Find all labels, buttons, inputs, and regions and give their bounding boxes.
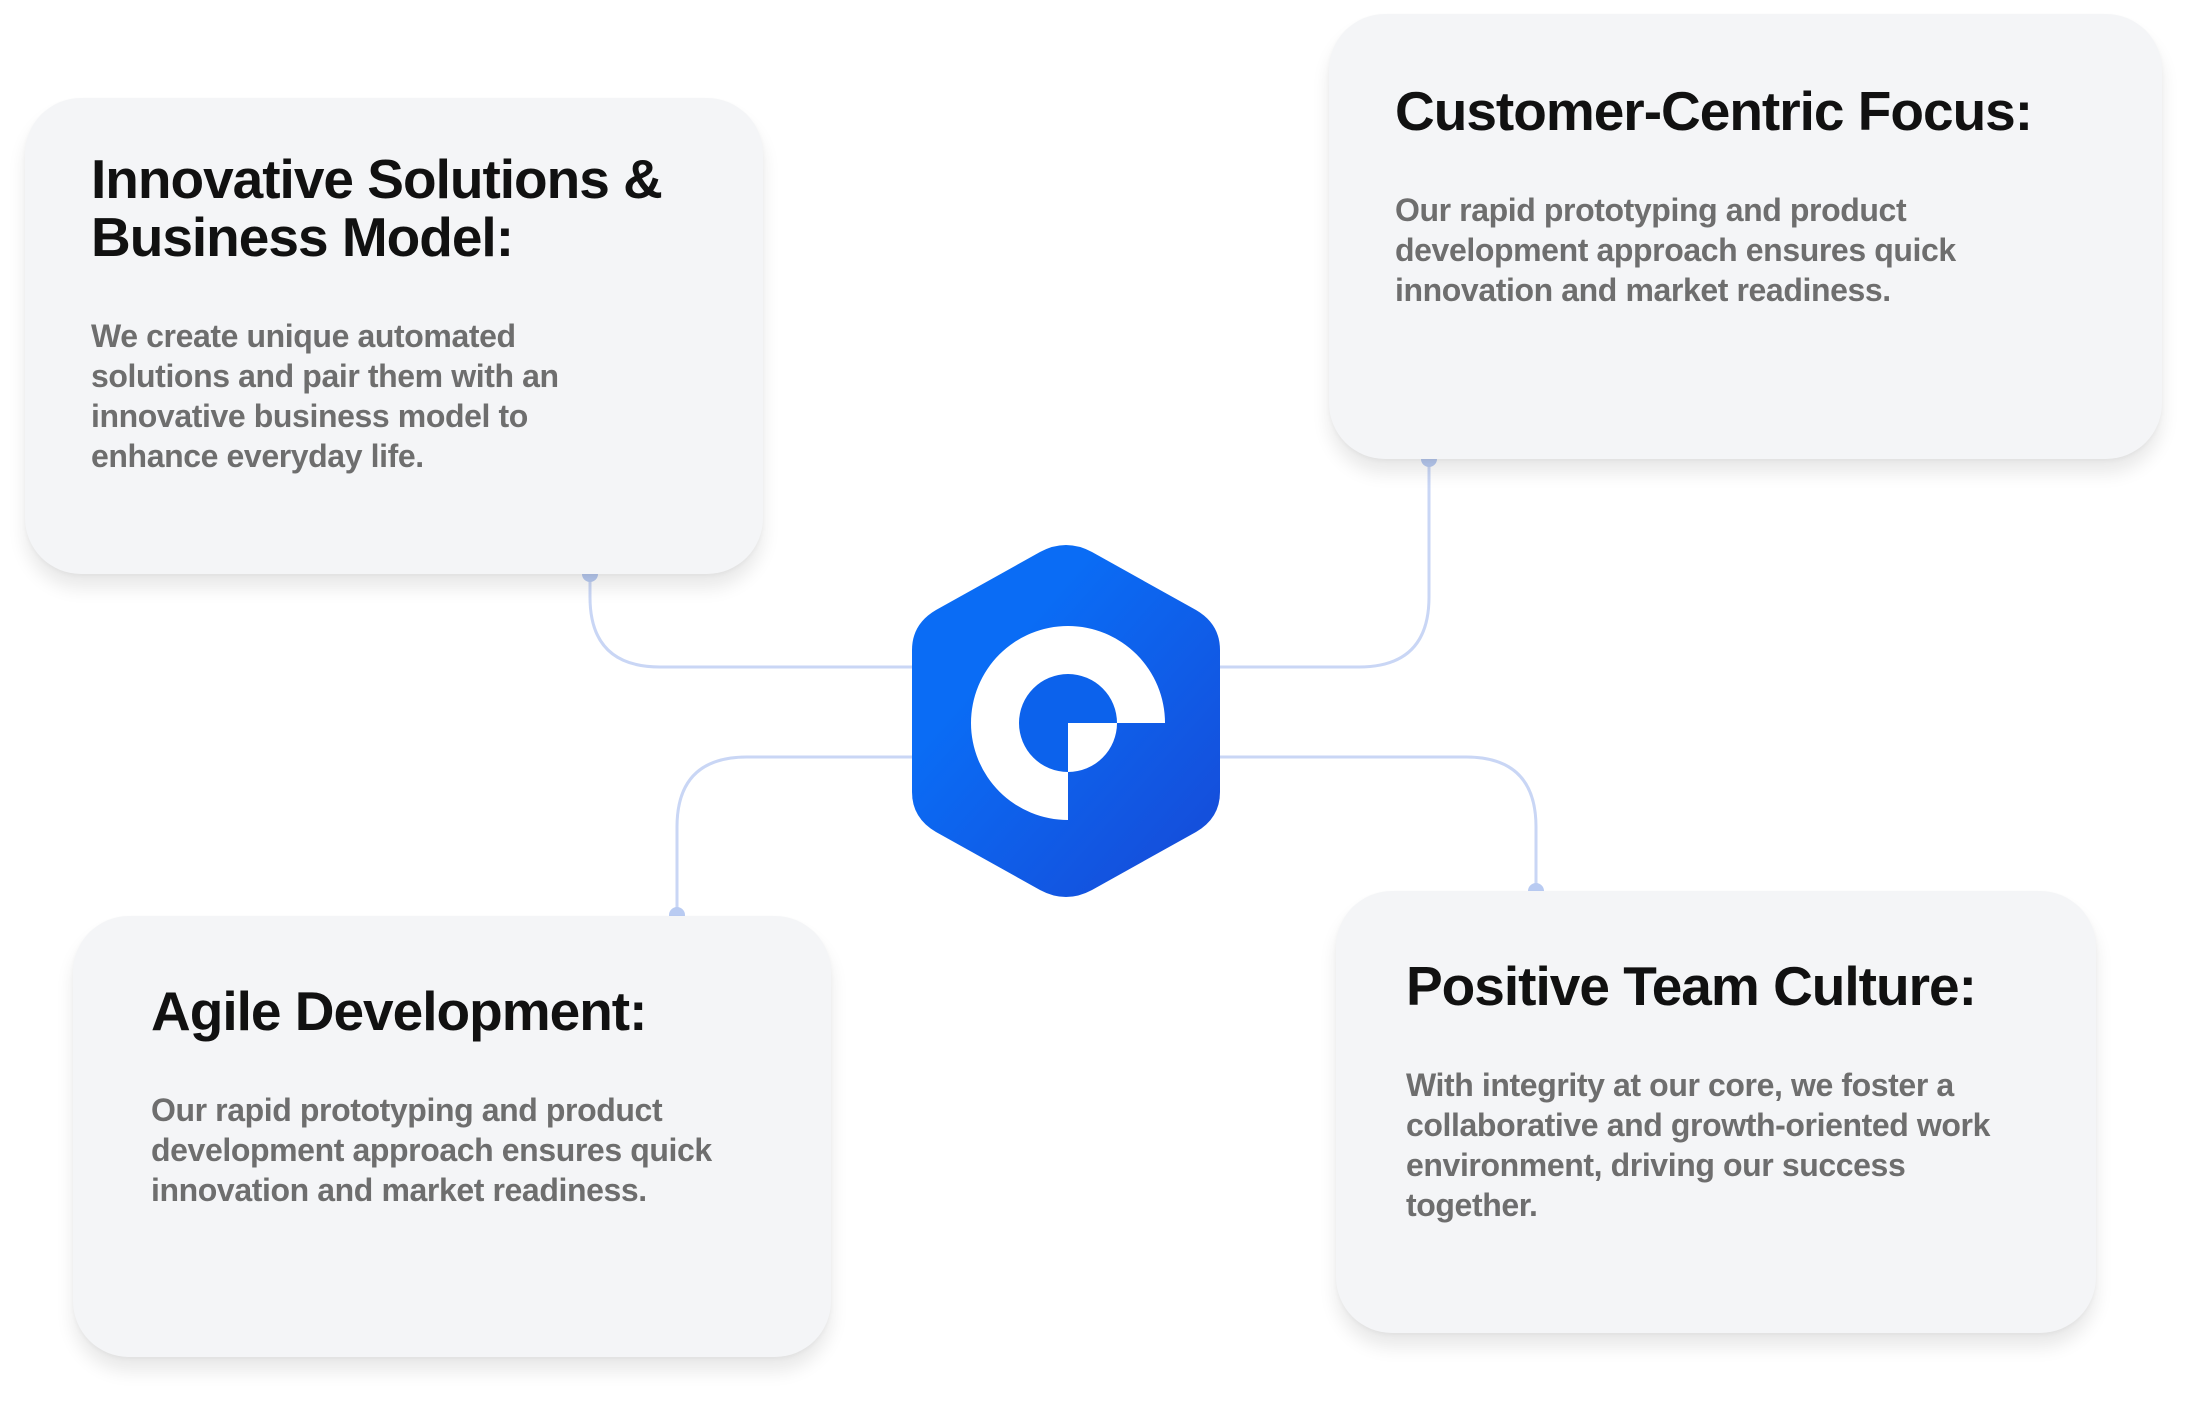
card-agile-development: Agile Development: Our rapid prototyping… xyxy=(73,916,831,1357)
card-title: Innovative Solutions & Business Model: xyxy=(91,148,663,268)
card-title: Positive Team Culture: xyxy=(1406,955,1977,1017)
connector-agile xyxy=(675,755,912,915)
card-body: Our rapid prototyping and product develo… xyxy=(151,1092,712,1208)
card-title: Agile Development: xyxy=(151,980,647,1042)
card-body: We create unique automated solutions and… xyxy=(91,318,559,474)
connector-customer xyxy=(1220,459,1431,669)
connector-team xyxy=(1220,755,1538,891)
card-customer-centric: Customer-Centric Focus: Our rapid protot… xyxy=(1329,14,2162,459)
card-innovative-solutions: Innovative Solutions & Business Model: W… xyxy=(25,98,763,574)
card-team-culture: Positive Team Culture: With integrity at… xyxy=(1336,891,2096,1333)
card-body: Our rapid prototyping and product develo… xyxy=(1395,192,1956,308)
brand-logo-icon xyxy=(912,545,1220,897)
connector-innovative xyxy=(588,574,912,669)
card-title: Customer-Centric Focus: xyxy=(1395,80,2033,142)
card-body: With integrity at our core, we foster a … xyxy=(1406,1067,1990,1223)
